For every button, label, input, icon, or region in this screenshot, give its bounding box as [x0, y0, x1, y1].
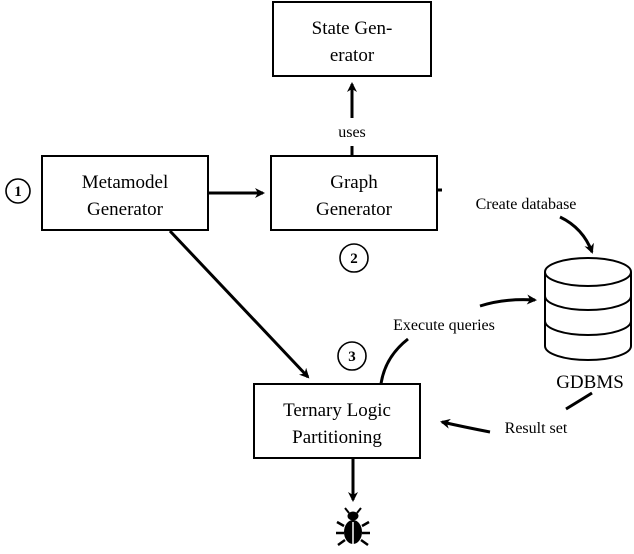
- bug-icon: [336, 507, 370, 547]
- graph-generator-node: Graph Generator: [270, 155, 438, 231]
- result-set-tail: [565, 391, 593, 411]
- graph-generator-line2: Generator: [316, 199, 393, 220]
- state-generator-line2: erator: [330, 45, 375, 66]
- step-3-number: 3: [348, 349, 356, 365]
- create-database-arrow: [559, 215, 594, 254]
- uses-label: uses: [338, 124, 366, 141]
- metamodel-to-ternary-arrow: [168, 229, 310, 379]
- ternary-line1: Ternary Logic: [283, 400, 391, 421]
- step-1-badge: 1: [5, 178, 31, 204]
- state-generator-node: State Gen- erator: [272, 1, 432, 77]
- metamodel-generator-line2: Generator: [87, 199, 164, 220]
- ternary-line2: Partitioning: [292, 427, 382, 448]
- result-set-arrow: [440, 418, 491, 434]
- step-2-number: 2: [350, 251, 358, 267]
- step-1-number: 1: [14, 184, 22, 200]
- gdbms-label: GDBMS: [556, 372, 624, 393]
- step-2-badge: 2: [339, 243, 369, 273]
- ternary-logic-node: Ternary Logic Partitioning: [253, 383, 421, 459]
- result-set-label: Result set: [505, 420, 568, 437]
- graph-generator-line1: Graph: [330, 172, 378, 193]
- create-database-label: Create database: [476, 196, 577, 213]
- database-icon: [544, 257, 632, 361]
- metamodel-generator-line1: Metamodel: [82, 172, 169, 193]
- execute-queries-label: Execute queries: [393, 317, 495, 334]
- metamodel-generator-node: Metamodel Generator: [41, 155, 209, 231]
- execute-queries-arrow: [479, 294, 537, 308]
- state-generator-line1: State Gen-: [312, 18, 393, 39]
- execute-queries-tail: [379, 337, 409, 385]
- step-3-badge: 3: [337, 341, 367, 371]
